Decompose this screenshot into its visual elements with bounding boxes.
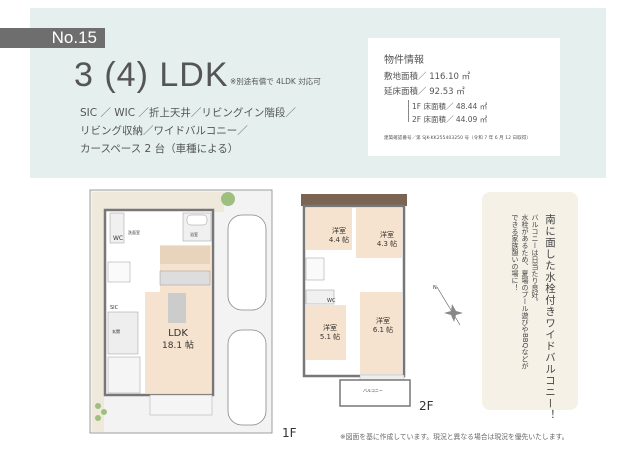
bathtub-icon [186,214,208,226]
kitchen-island [159,270,211,286]
room-label-entrance: 玄関 [112,328,120,334]
room-label-balcony: バルコニー [363,388,383,393]
room-label-r1: 洋室 [332,226,346,235]
room-label-wc-2f: WC [327,298,336,304]
roof-overhang [301,194,407,206]
site-area: 敷地面積／ 116.10 ㎡ [384,72,471,82]
room-3 [306,305,346,360]
badge-text: No.15 [51,28,97,47]
compass-north-label: N [433,285,437,291]
compass-icon: N [433,285,463,326]
floor-label-1f: 1F [282,426,297,440]
footnote: ※図面を基に作成しています。現況と異なる場合は現況を優先いたします。 [340,433,569,441]
feature-list: SIC ／ WIC ／折上天井／リビングイン階段／ リビング収納／ワイドバルコニ… [80,104,296,158]
garden-strip [92,192,224,212]
callout-line: バルコニーは日当たり良好。 [531,214,539,305]
layout-note: ※別途有償で 4LDK 対応可 [230,77,321,86]
floor-area: 延床面積／ 92.53 ㎡ [384,87,465,97]
divider [408,100,409,122]
kitchen-counter [160,246,210,264]
room-1 [306,208,352,250]
room-label-r3: 洋室 [323,323,337,332]
room-2 [356,208,402,258]
floor1-area: 1F 床面積／ 48.44 ㎡ [412,102,488,111]
floor2-area: 2F 床面積／ 44.09 ㎡ [412,115,488,124]
floor-label-2f: 2F [419,399,434,413]
floor-plan-1f: WC 洗面室 浴室 SIC 玄関 LDK 18.1 帖 [89,189,273,434]
property-info-card: 物件情報 敷地面積／ 116.10 ㎡ 延床面積／ 92.53 ㎡ 1F 床面積… [368,38,560,156]
shrub-icon [95,403,101,409]
room-label-sic: SIC [110,305,119,311]
porch [107,356,141,394]
balcony [339,379,411,407]
layout-title: 3 (4) LDK [74,56,229,94]
room-label-bath: 浴室 [190,231,198,237]
room-size-r4: 6.1 帖 [373,325,393,334]
stairs [305,257,325,281]
callout-line: 水栓があるため、夏場のプール遊びやBBQなどが [521,214,529,370]
side-garden [92,212,104,432]
car-icon [227,329,267,426]
feature-line: カースペース 2 台（車種による） [80,143,239,155]
tree-icon [221,192,235,206]
terrace [149,394,213,416]
callout-line: できる家族憩いの場に！ [511,214,519,291]
room-size-r2: 4.3 帖 [377,239,397,248]
room-size-ldk: 18.1 帖 [162,339,194,351]
registration-number: 建築確認番号／第 SJK-KK255403250 号（令和 7 年 6 月 12… [384,136,531,141]
room-label-wc: WC [113,235,123,242]
room-size-r3: 5.1 帖 [320,332,340,341]
wc-room [109,212,125,244]
entrance-area [107,311,139,355]
wc-room [305,289,335,305]
room-size-r1: 4.4 帖 [329,235,349,244]
info-heading: 物件情報 [384,55,424,66]
callout-heading: 南に面した水栓付きワイドバルコニー！ [544,214,556,421]
balcony-callout: 南に面した水栓付きワイドバルコニー！ バルコニーは日当たり良好。 水栓があるため… [482,192,578,421]
feature-line: SIC ／ WIC ／折上天井／リビングイン階段／ [80,107,296,119]
dining-table [168,293,186,323]
room-label-washroom: 洗面室 [128,229,140,235]
car-icon [227,214,267,311]
room-label-ldk: LDK [168,328,188,339]
floor-plan-2f: 洋室 4.4 帖 洋室 4.3 帖 洋室 5.1 帖 洋室 6.1 帖 WC バ… [301,194,411,407]
feature-line: リビング収納／ワイドバルコニー／ [80,125,248,137]
property-number-badge: No.15 [0,28,105,48]
shrub-icon [101,409,107,415]
room-label-r4: 洋室 [376,316,390,325]
stairs [107,261,131,283]
shrub-icon [95,415,101,421]
room-4 [360,292,402,374]
callout-body: バルコニーは日当たり良好。 水栓があるため、夏場のプール遊びやBBQなどが でき… [510,214,540,369]
room-label-r2: 洋室 [380,230,394,239]
